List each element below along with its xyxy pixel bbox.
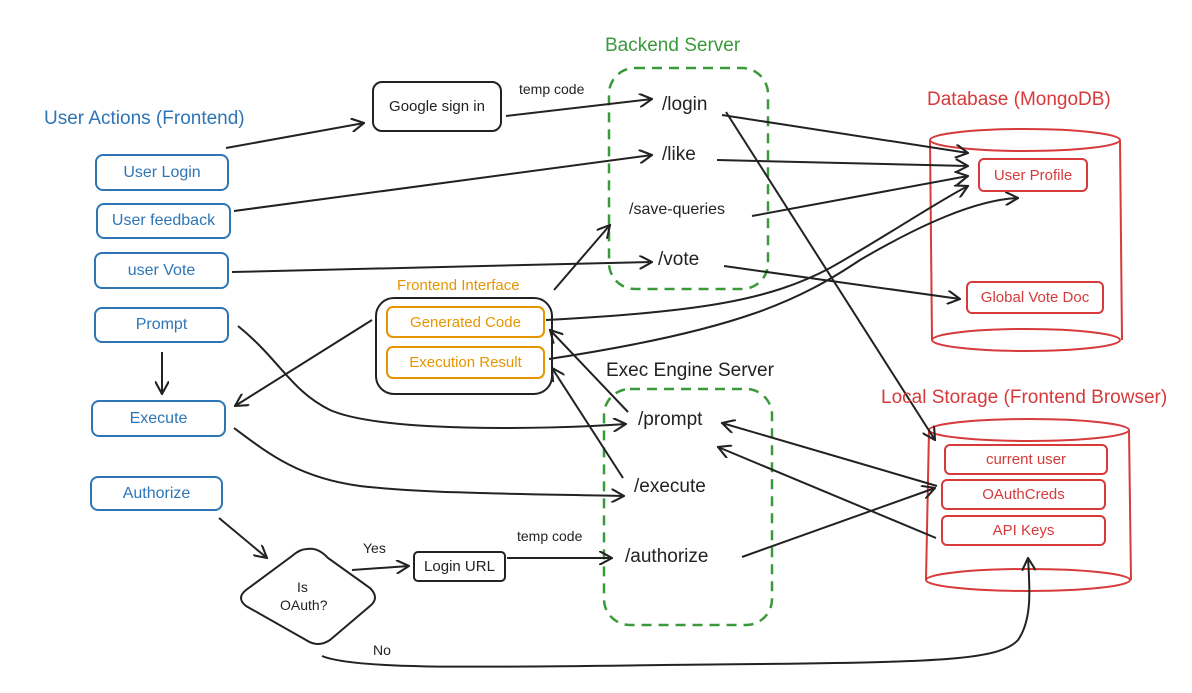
like-endpoint: /like — [662, 144, 696, 165]
exec-engine-container — [602, 387, 774, 627]
vote-endpoint: /vote — [658, 249, 700, 270]
temp-code-label-top: temp code — [519, 81, 585, 97]
exec-engine-title: Exec Engine Server — [606, 360, 774, 381]
oauthcreds-box: OAuthCreds — [941, 479, 1106, 510]
prompt-box[interactable]: Prompt — [94, 307, 229, 343]
arrow-vote-to-vote — [231, 262, 652, 273]
backend-server-title: Backend Server — [605, 35, 741, 56]
arrow-feedback-to-like — [233, 155, 652, 212]
generated-code-box: Generated Code — [386, 306, 545, 338]
arrow-execution-result-to-user-profile — [548, 198, 1018, 360]
arrow-login-to-current-user — [725, 111, 935, 440]
decision-question-line2: OAuth? — [280, 597, 328, 613]
arrow-google-to-login — [505, 99, 652, 117]
arrow-authorize-to-oauthcreds — [741, 488, 935, 558]
arrow-save-queries-to-user-profile — [751, 176, 968, 217]
arrow-frontend-to-execute — [235, 319, 373, 406]
prompt-endpoint: /prompt — [638, 409, 703, 430]
decision-yes-label: Yes — [363, 540, 386, 556]
execute-endpoint: /execute — [634, 476, 706, 497]
arrow-login-to-user-profile — [721, 114, 968, 153]
global-vote-doc-box: Global Vote Doc — [966, 281, 1104, 314]
frontend-interface-title: Frontend Interface — [397, 277, 520, 294]
arrow-prompt-to-prompt-endpoint — [237, 325, 626, 428]
arrow-vote-to-global — [723, 265, 960, 299]
execute-box[interactable]: Execute — [91, 400, 226, 437]
temp-code-label-bottom: temp code — [517, 528, 583, 544]
user-login-box[interactable]: User Login — [95, 154, 229, 191]
decision-no-label: No — [373, 642, 391, 658]
arrow-apikeys-to-prompt — [718, 447, 937, 539]
arrow-frontend-to-save-queries — [553, 225, 610, 291]
arrow-execute-to-execution-result — [552, 368, 624, 479]
backend-server-container — [607, 66, 770, 291]
user-vote-box[interactable]: user Vote — [94, 252, 229, 289]
google-sign-in-box[interactable]: Google sign in — [372, 81, 502, 132]
arrow-diamond-to-login-url — [351, 566, 409, 570]
execution-result-box: Execution Result — [386, 346, 545, 379]
authorize-box[interactable]: Authorize — [90, 476, 223, 511]
api-keys-box: API Keys — [941, 515, 1106, 546]
current-user-box: current user — [944, 444, 1108, 475]
local-storage-title: Local Storage (Frontend Browser) — [881, 387, 1168, 408]
frontend-interface-container — [375, 297, 553, 395]
save-queries-endpoint: /save-queries — [629, 201, 726, 218]
arrow-user-actions-to-google — [225, 123, 364, 149]
authorize-endpoint: /authorize — [625, 546, 709, 567]
user-profile-box: User Profile — [978, 158, 1088, 192]
arrow-like-to-user-profile — [716, 160, 968, 166]
database-title: Database (MongoDB) — [927, 89, 1111, 110]
login-endpoint: /login — [662, 94, 708, 115]
login-url-box[interactable]: Login URL — [413, 551, 506, 582]
user-feedback-box[interactable]: User feedback — [96, 203, 231, 239]
user-actions-title: User Actions (Frontend) — [44, 108, 245, 129]
database-cylinder — [929, 128, 1123, 352]
arrow-diamond-no-to-apikeys — [321, 558, 1029, 668]
decision-question-line1: Is — [297, 579, 308, 595]
is-oauth-diamond — [240, 547, 376, 645]
arrow-execute-to-execute-endpoint — [233, 427, 624, 496]
arrow-generated-code-to-user-profile — [545, 186, 968, 321]
arrow-authorize-to-diamond — [218, 517, 267, 558]
arrow-prompt-to-generated-code — [550, 330, 629, 413]
arrow-oauthcreds-to-prompt — [722, 423, 938, 487]
